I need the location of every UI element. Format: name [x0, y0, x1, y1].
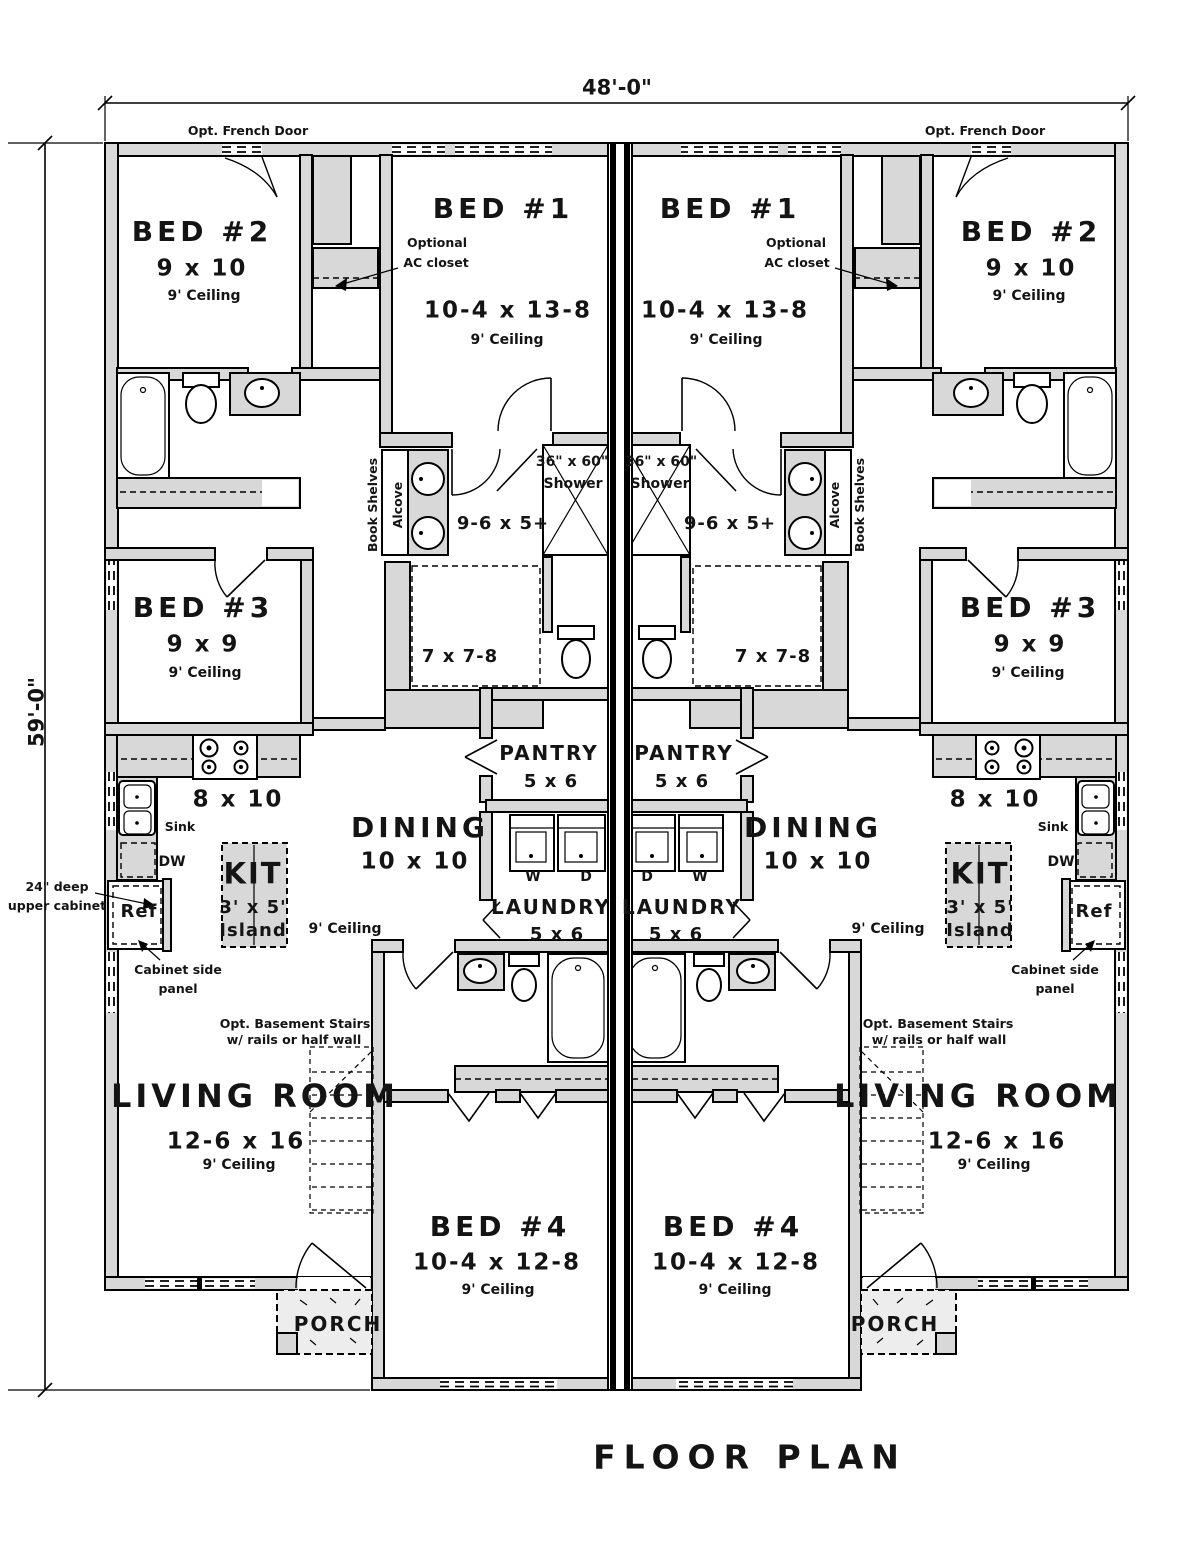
left-laundry-name: LAUNDRY	[491, 895, 611, 919]
right-dryer-label: D	[641, 869, 653, 885]
left-area-ceiling: 9' Ceiling	[308, 921, 382, 937]
left-bed2-ceiling: 9' Ceiling	[167, 288, 241, 304]
right-cabinet-panel-line1: Cabinet side	[1011, 961, 1099, 977]
right-bed4-name: BED #4	[662, 1210, 804, 1243]
right-bed4-ceiling: 9' Ceiling	[698, 1282, 772, 1298]
left-pantry-size: 5 x 6	[523, 771, 579, 792]
left-living-ceiling: 9' Ceiling	[202, 1157, 276, 1173]
left-bed4-size: 10-4 x 12-8	[413, 1249, 581, 1276]
left-bed3-size: 9 x 9	[166, 631, 240, 658]
right-bed2-ceiling: 9' Ceiling	[992, 288, 1066, 304]
left-bed2-name: BED #2	[131, 215, 273, 248]
right-laundry-name: LAUNDRY	[622, 895, 742, 919]
right-ref-label: Ref	[1075, 901, 1113, 922]
right-living-name: LIVING ROOM	[833, 1077, 1123, 1115]
right-bed3-ceiling: 9' Ceiling	[991, 665, 1065, 681]
left-kitchen-size: 8 x 10	[192, 786, 284, 813]
right-basement-note-line1: Opt. Basement Stairs	[862, 1015, 1014, 1031]
right-living-ceiling: 9' Ceiling	[957, 1157, 1031, 1173]
right-pantry-size: 5 x 6	[654, 771, 710, 792]
left-cabinet-panel-line1: Cabinet side	[134, 961, 222, 977]
right-dining-name: DINING	[744, 811, 882, 844]
right-bed1-ceiling: 9' Ceiling	[689, 332, 763, 348]
right-bed4-size: 10-4 x 12-8	[652, 1249, 820, 1276]
right-island-label: Island	[946, 920, 1014, 941]
left-dryer-label: D	[580, 869, 592, 885]
left-basement-note-line1: Opt. Basement Stairs	[219, 1015, 371, 1031]
left-dw-label: DW	[158, 854, 186, 870]
upper-cabinet-note-line1: 24" deep	[25, 878, 89, 894]
left-living-name: LIVING ROOM	[110, 1077, 400, 1115]
right-laundry-size: 5 x 6	[648, 924, 704, 945]
right-closet-size: 7 x 7-8	[734, 646, 812, 667]
left-basement-note-line2: w/ rails or half wall	[226, 1031, 362, 1047]
left-dining-size: 10 x 10	[360, 848, 470, 875]
left-shower-label: Shower	[543, 476, 603, 492]
right-island-size: 3' x 5'	[946, 897, 1014, 918]
right-french-door-note: Opt. French Door	[924, 122, 1046, 138]
right-washer-label: W	[692, 869, 708, 885]
right-basement-note-line2: w/ rails or half wall	[871, 1031, 1007, 1047]
left-bed4-ceiling: 9' Ceiling	[461, 1282, 535, 1298]
right-sink-label: Sink	[1037, 818, 1069, 834]
left-bed1-name: BED #1	[432, 192, 574, 225]
left-island-label: Island	[219, 920, 287, 941]
left-ref-label: Ref	[120, 901, 158, 922]
right-alcove-label: Alcove	[826, 481, 842, 529]
page-title: FLOOR PLAN	[593, 1437, 907, 1477]
left-dining-name: DINING	[351, 811, 489, 844]
left-porch-label: PORCH	[293, 1312, 383, 1336]
left-book-shelves-label: Book Shelves	[364, 457, 380, 553]
right-kitchen-size: 8 x 10	[949, 786, 1041, 813]
left-cabinet-panel-line2: panel	[158, 980, 198, 996]
left-bath-size: 9-6 x 5+	[456, 513, 550, 534]
left-bed3-name: BED #3	[132, 591, 274, 624]
right-bed2-size: 9 x 10	[985, 255, 1077, 282]
right-book-shelves-label: Book Shelves	[851, 457, 867, 553]
left-sink-label: Sink	[164, 818, 196, 834]
left-shower-size: 36" x 60"	[535, 454, 609, 470]
left-washer-label: W	[525, 869, 541, 885]
right-ac-closet-note-line1: Optional	[765, 234, 827, 250]
right-shower-size: 36" x 60"	[624, 454, 698, 470]
right-bed2-name: BED #2	[960, 215, 1102, 248]
overall-depth-dimension: 59'-0"	[24, 677, 49, 747]
left-ac-closet-note-line2: AC closet	[403, 254, 469, 270]
right-ac-closet-note-line2: AC closet	[764, 254, 830, 270]
right-shower-label: Shower	[630, 476, 690, 492]
left-island-size: 3' x 5'	[219, 897, 287, 918]
left-bed2-size: 9 x 10	[156, 255, 248, 282]
right-bed1-name: BED #1	[659, 192, 801, 225]
right-living-size: 12-6 x 16	[927, 1128, 1067, 1155]
left-bed1-ceiling: 9' Ceiling	[470, 332, 544, 348]
left-bed1-size: 10-4 x 13-8	[424, 297, 592, 324]
overall-width-dimension: 48'-0"	[582, 75, 652, 100]
right-dw-label: DW	[1047, 854, 1075, 870]
right-bed1-size: 10-4 x 13-8	[641, 297, 809, 324]
upper-cabinet-note-line2: upper cabinet	[7, 897, 107, 913]
right-bed3-size: 9 x 9	[993, 631, 1067, 658]
left-pantry-name: PANTRY	[499, 741, 599, 765]
left-bed4-name: BED #4	[429, 1210, 571, 1243]
right-pantry-name: PANTRY	[634, 741, 734, 765]
left-french-door-note: Opt. French Door	[187, 122, 309, 138]
left-closet-size: 7 x 7-8	[421, 646, 499, 667]
left-alcove-label: Alcove	[389, 481, 405, 529]
right-bed3-name: BED #3	[959, 591, 1101, 624]
right-cabinet-panel-line2: panel	[1035, 980, 1075, 996]
left-living-size: 12-6 x 16	[166, 1128, 306, 1155]
right-kit-label: KIT	[950, 856, 1010, 891]
left-ac-closet-note-line1: Optional	[406, 234, 468, 250]
left-kit-label: KIT	[223, 856, 283, 891]
left-bed3-ceiling: 9' Ceiling	[168, 665, 242, 681]
right-porch-label: PORCH	[850, 1312, 940, 1336]
left-laundry-size: 5 x 6	[529, 924, 585, 945]
right-dining-size: 10 x 10	[763, 848, 873, 875]
right-area-ceiling: 9' Ceiling	[851, 921, 925, 937]
right-bath-size: 9-6 x 5+	[683, 513, 777, 534]
